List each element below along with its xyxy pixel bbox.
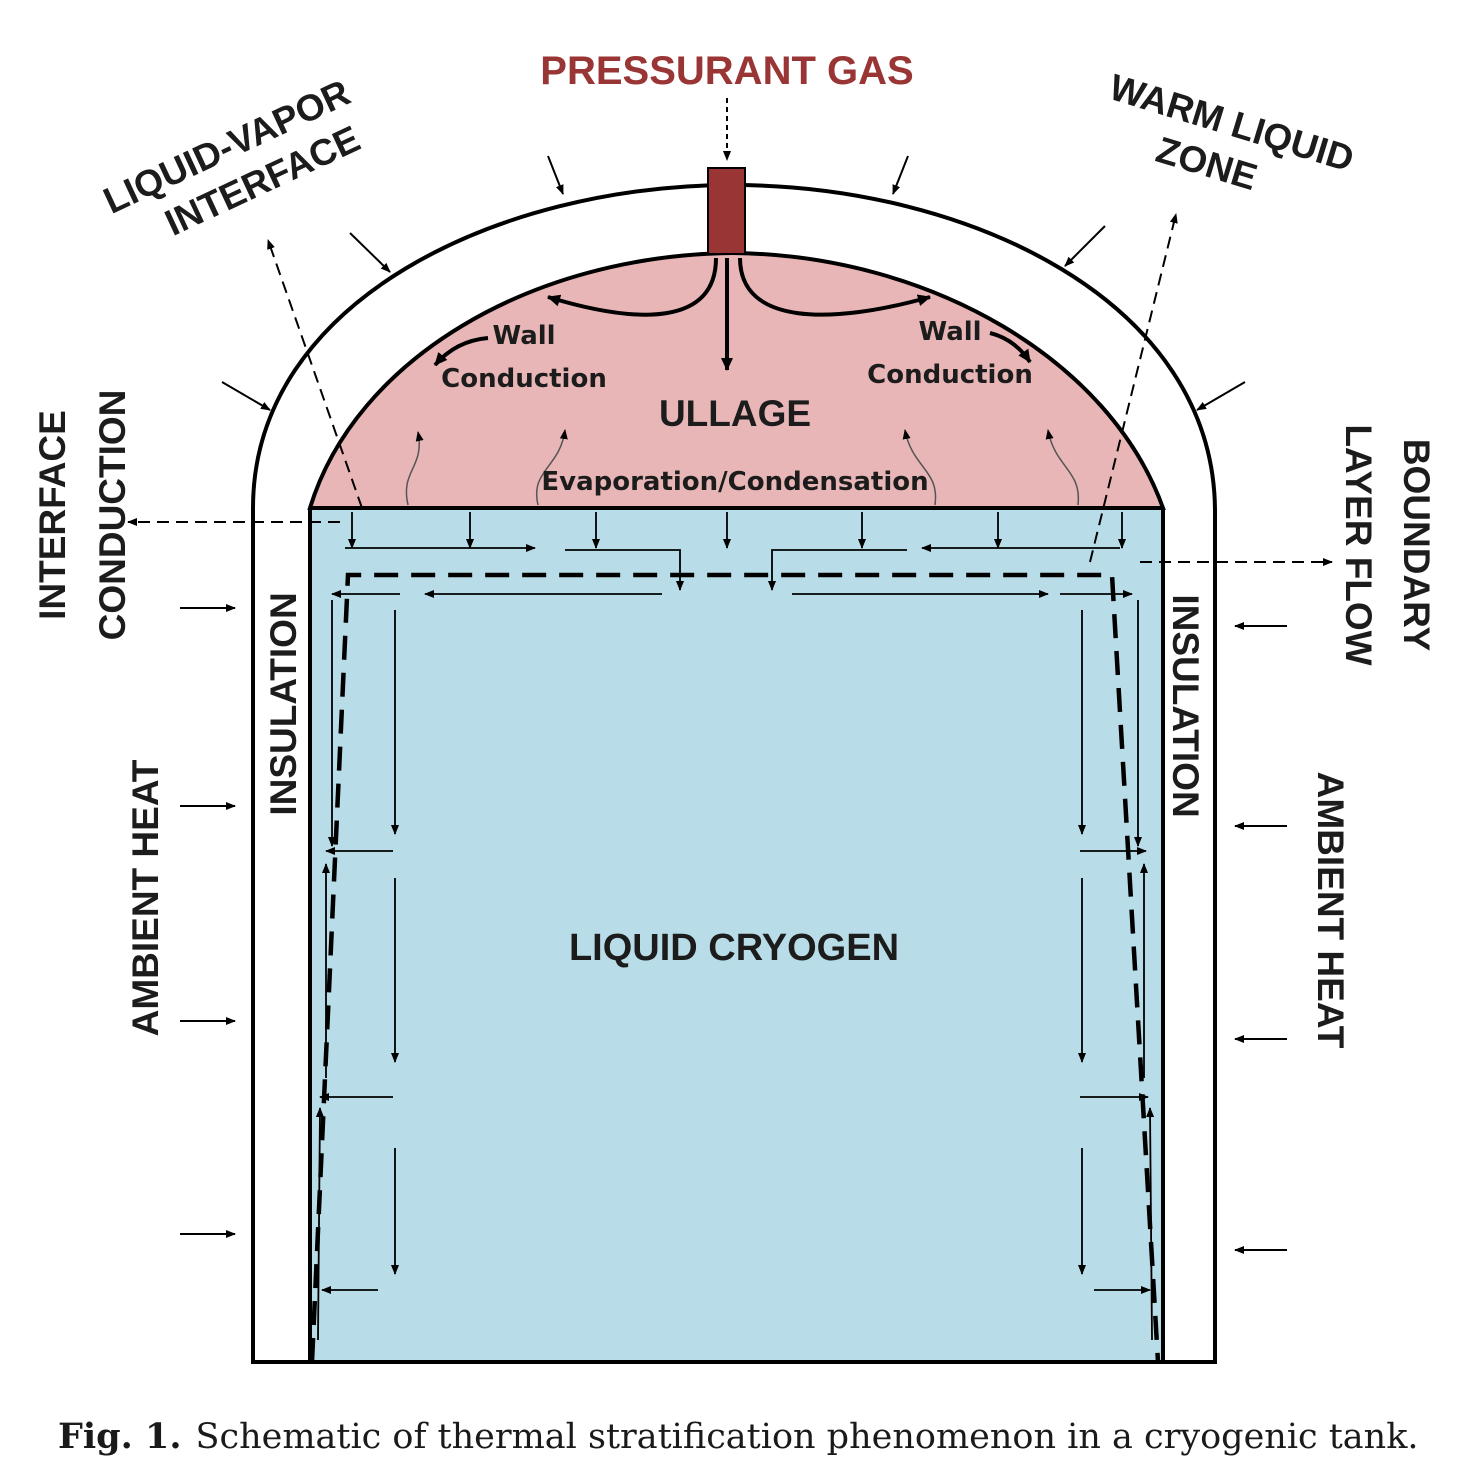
ambient-heat-arrow xyxy=(1064,225,1106,267)
ambient-heat-arrow xyxy=(221,381,271,411)
ambient-heat-arrow xyxy=(1196,381,1246,411)
ambient-heat-left-label: AMBIENT HEAT xyxy=(125,759,166,1036)
cryogenic-tank-diagram: PRESSURANT GAS LIQUID-VAPOR INTERFACE WA… xyxy=(32,49,1437,1364)
boundary-layer-flow-label: BOUNDARY xyxy=(1396,439,1437,652)
right-wall-circulation-arrows xyxy=(1078,600,1155,1341)
left-wall-circulation-arrows xyxy=(315,600,399,1341)
ambient-heat-arrow xyxy=(349,232,391,273)
upper-layer-circulation-arrows xyxy=(331,544,1133,598)
evaporation-arrow xyxy=(535,429,568,506)
ambient-heat-arrow xyxy=(892,155,909,195)
insulation-left-label: INSULATION xyxy=(263,592,304,815)
ullage-flow-left-arrow xyxy=(547,257,718,317)
liquid-vapor-interface-callout xyxy=(267,239,363,509)
interface-conduction-arrows xyxy=(348,512,1126,549)
insulation-right-label: INSULATION xyxy=(1165,594,1206,817)
boundary-layer-flow-label: LAYER FLOW xyxy=(1338,424,1379,665)
figure-number: Fig. 1. xyxy=(58,1416,182,1457)
warm-liquid-zone-callout xyxy=(1089,213,1178,563)
figure-caption: Fig. 1. Schematic of thermal stratificati… xyxy=(58,1416,1438,1457)
wall-conduction-left-label: Wall xyxy=(492,321,555,351)
wall-conduction-right-arrow xyxy=(989,331,1032,364)
evaporation-arrow xyxy=(1045,429,1080,506)
evaporation-arrow xyxy=(405,431,424,506)
ambient-heat-right-label: AMBIENT HEAT xyxy=(1310,772,1351,1049)
wall-conduction-right-label: Conduction xyxy=(867,360,1033,390)
ambient-heat-arrow xyxy=(547,155,564,195)
wall-conduction-left-label: Conduction xyxy=(441,364,607,394)
interface-conduction-label: INTERFACE xyxy=(32,410,73,620)
thermal-stratification-boundary xyxy=(309,572,1161,1363)
pressurant-inlet-pipe xyxy=(707,167,746,255)
interface-conduction-label: CONDUCTION xyxy=(92,390,133,641)
wall-conduction-right-label: Wall xyxy=(918,317,981,347)
ullage-flow-right-arrow xyxy=(738,257,931,317)
evaporation-condensation-label: Evaporation/Condensation xyxy=(541,467,928,497)
liquid-region xyxy=(310,508,1163,1362)
ullage-label: ULLAGE xyxy=(659,393,811,434)
caption-text: Schematic of thermal stratification phen… xyxy=(195,1417,1419,1457)
liquid-cryogen-label: LIQUID CRYOGEN xyxy=(569,927,899,969)
evaporation-arrow xyxy=(902,429,937,506)
pressurant-gas-label: PRESSURANT GAS xyxy=(540,49,913,93)
wall-conduction-left-arrow xyxy=(433,336,489,367)
